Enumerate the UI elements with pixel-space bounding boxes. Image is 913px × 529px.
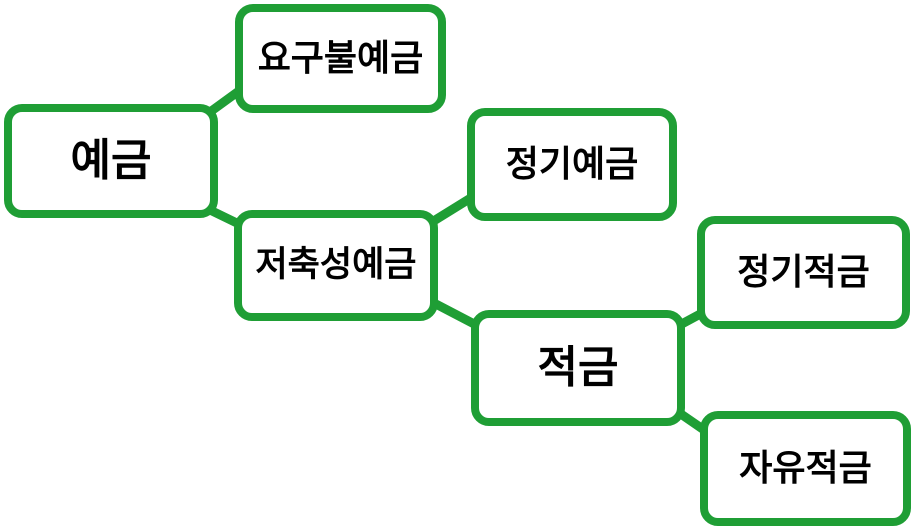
node-label: 요구불예금 [257,37,424,79]
node-label: 정기적금 [737,251,870,293]
node-free-installment: 자유적금 [700,411,911,526]
node-label: 자유적금 [739,447,872,489]
line-savings-to-installment [427,297,483,331]
node-label: 적금 [537,342,619,393]
node-label: 정기예금 [505,143,639,185]
node-savings-deposit: 저축성예금 [234,210,438,321]
node-label: 저축성예금 [255,245,417,285]
node-label: 예금 [70,135,152,186]
node-deposit: 예금 [4,104,218,218]
node-time-installment: 정기적금 [697,216,910,329]
node-on-demand-deposit: 요구불예금 [235,4,446,113]
node-time-deposit: 정기예금 [467,108,677,221]
node-installment: 적금 [471,310,685,426]
